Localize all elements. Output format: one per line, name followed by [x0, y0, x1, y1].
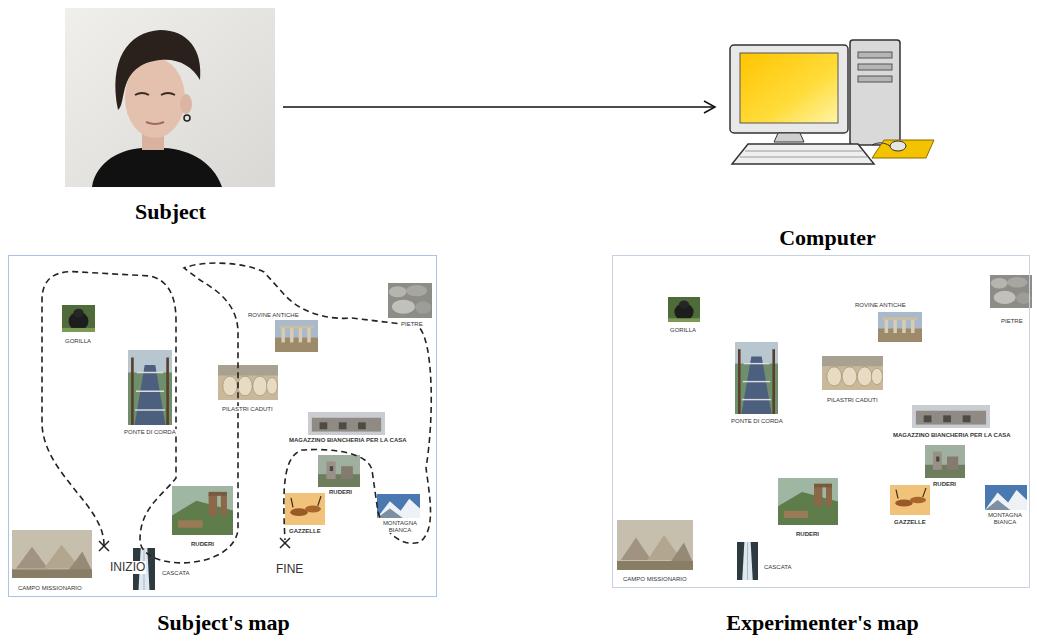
arrow-head	[704, 101, 715, 113]
sweater	[92, 148, 222, 187]
eye	[161, 93, 175, 95]
landmark-photo	[668, 297, 700, 322]
landmark-label: RUDERI	[932, 481, 957, 488]
landmark-photo	[912, 405, 990, 428]
landmark-label: PONTE DI CORDA	[123, 429, 177, 436]
photo-wall	[65, 8, 275, 187]
x-stroke	[99, 541, 109, 551]
landmark-photo	[285, 493, 325, 525]
landmark-photo	[990, 275, 1032, 308]
mouse-pad	[872, 140, 934, 158]
landmark-label: PILASTRI CADUTI	[221, 406, 274, 413]
x-stroke	[280, 538, 290, 548]
x-stroke	[280, 538, 290, 548]
caption: Subject's map	[155, 610, 292, 636]
start-mark	[99, 541, 109, 551]
landmark-label: CAMPO MISSIONARIO	[622, 576, 688, 583]
mouth	[146, 122, 164, 124]
landmark-photo	[172, 486, 233, 535]
landmark-label: RUDERI	[190, 541, 215, 548]
route-marker-label: INIZIO	[109, 561, 146, 574]
landmark-label: PILASTRI CADUTI	[826, 397, 879, 404]
arrow-connector	[283, 101, 715, 113]
landmark-label: GORILLA	[669, 327, 697, 334]
key-row	[745, 151, 862, 152]
landmark-photo	[822, 356, 883, 390]
landmark-label: MAGAZZINO BIANCHERIA PER LA CASA	[892, 432, 1012, 439]
end-mark	[280, 538, 290, 548]
subject-photo	[65, 8, 275, 187]
landmark-photo	[377, 494, 420, 518]
landmark-label: MONTAGNA BIANCA	[381, 520, 419, 533]
route-marker-label: FINE	[275, 563, 304, 576]
landmark-photo	[735, 342, 778, 414]
drive-slot	[858, 76, 892, 82]
landmark-photo	[128, 350, 172, 425]
landmark-label: ROVINE ANTICHE	[247, 312, 300, 319]
landmark-photo	[318, 455, 360, 487]
landmark-label: RUDERI	[328, 489, 353, 496]
route-line	[42, 263, 431, 563]
monitor	[730, 45, 848, 133]
landmark-label: MAGAZZINO BIANCHERIA PER LA CASA	[288, 437, 408, 444]
landmark-photo	[218, 365, 278, 400]
monitor-stand	[774, 133, 804, 142]
landmark-photo	[617, 520, 693, 570]
landmark-photo	[62, 305, 95, 332]
landmark-label: RUDERI	[795, 531, 820, 538]
caption: Subject	[133, 199, 208, 225]
landmark-label: GAZZELLE	[288, 528, 322, 535]
landmark-photo	[12, 530, 92, 578]
landmark-photo	[985, 485, 1027, 510]
photo-box: Subject	[65, 8, 275, 187]
landmark-photo	[388, 283, 432, 318]
eye	[135, 93, 149, 95]
computer-box: Computer	[720, 35, 935, 155]
computer-icon	[730, 40, 934, 164]
landmark-label: PONTE DI CORDA	[730, 418, 784, 425]
connector-line	[283, 106, 715, 108]
landmark-label: CASCATA	[763, 564, 792, 571]
earring	[184, 115, 190, 121]
landmark-photo	[890, 485, 930, 515]
landmark-photo	[925, 445, 965, 478]
drive-slot	[858, 52, 892, 58]
landmark-label: CASCATA	[161, 570, 190, 577]
landmark-photo	[275, 320, 318, 352]
mouse	[890, 141, 906, 151]
mouse-cable	[872, 143, 890, 146]
landmark-label: GORILLA	[64, 338, 92, 345]
landmark-photo	[878, 312, 922, 342]
landmark-label: GAZZELLE	[893, 519, 927, 526]
landmark-label: CAMPO MISSIONARIO	[17, 585, 83, 592]
keyboard	[732, 144, 874, 164]
ear	[180, 94, 192, 114]
landmark-photo	[778, 478, 838, 525]
caption: Experimenter's map	[724, 610, 921, 636]
landmark-photo	[308, 412, 385, 435]
landmark-photo	[737, 542, 758, 580]
caption: Computer	[777, 225, 878, 251]
x-stroke	[99, 541, 109, 551]
landmark-label: ROVINE ANTICHE	[854, 302, 907, 309]
tower	[850, 40, 900, 145]
map-frame: Experimenter's map	[612, 255, 1030, 588]
map-frame: Subject's map	[8, 255, 437, 597]
landmark-label: PIETRE	[400, 321, 424, 328]
drive-slot	[858, 64, 892, 70]
landmark-label: PIETRE	[1000, 318, 1024, 325]
screen	[740, 53, 838, 123]
landmark-label: MONTAGNA BIANCA	[986, 512, 1024, 525]
key-row	[740, 157, 867, 158]
